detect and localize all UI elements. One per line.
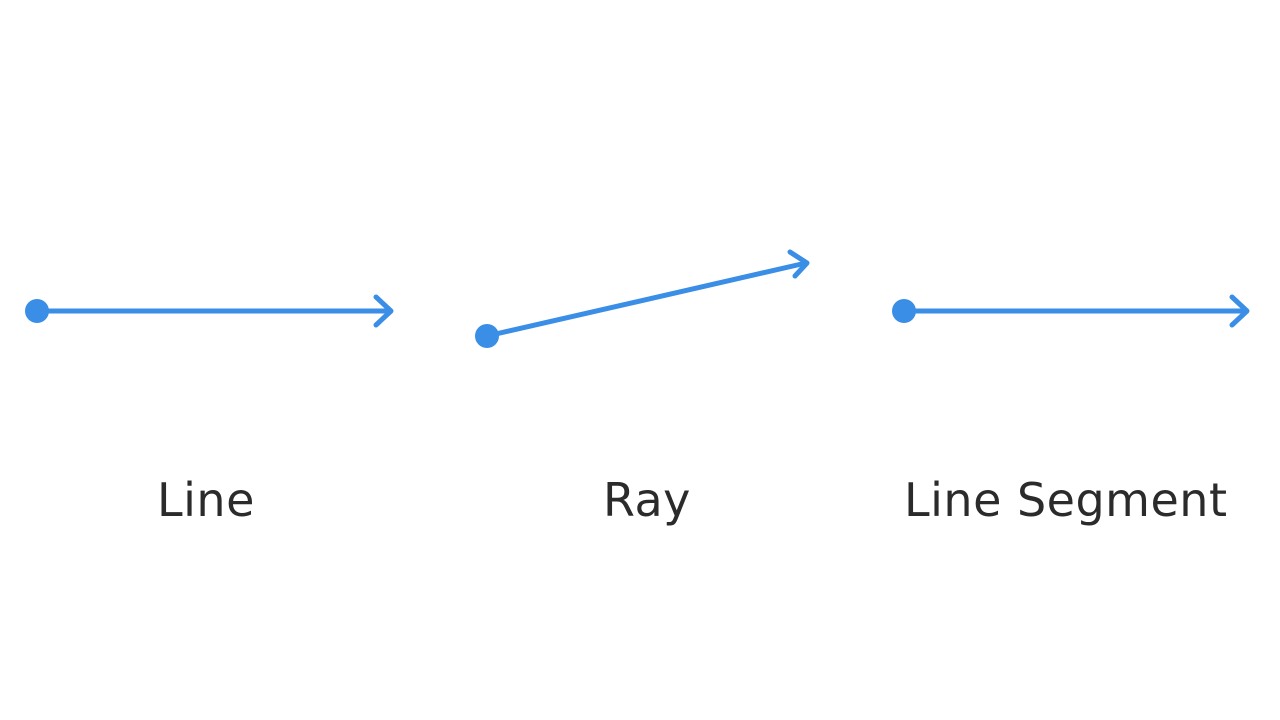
ray-arrowhead [787, 249, 810, 279]
line-label: Line [157, 473, 255, 527]
line-segment-arrowhead [1229, 294, 1250, 328]
ray-start-dot [475, 324, 499, 348]
line-arrowhead [373, 294, 394, 328]
line-segment-label: Line Segment [904, 473, 1228, 527]
ray-label: Ray [603, 473, 691, 527]
line-figure [25, 294, 394, 328]
line-segment-start-dot [892, 299, 916, 323]
ray-shaft [484, 260, 809, 339]
line-start-dot [25, 299, 49, 323]
ray-figure [475, 249, 810, 348]
line-segment-figure [892, 294, 1250, 328]
